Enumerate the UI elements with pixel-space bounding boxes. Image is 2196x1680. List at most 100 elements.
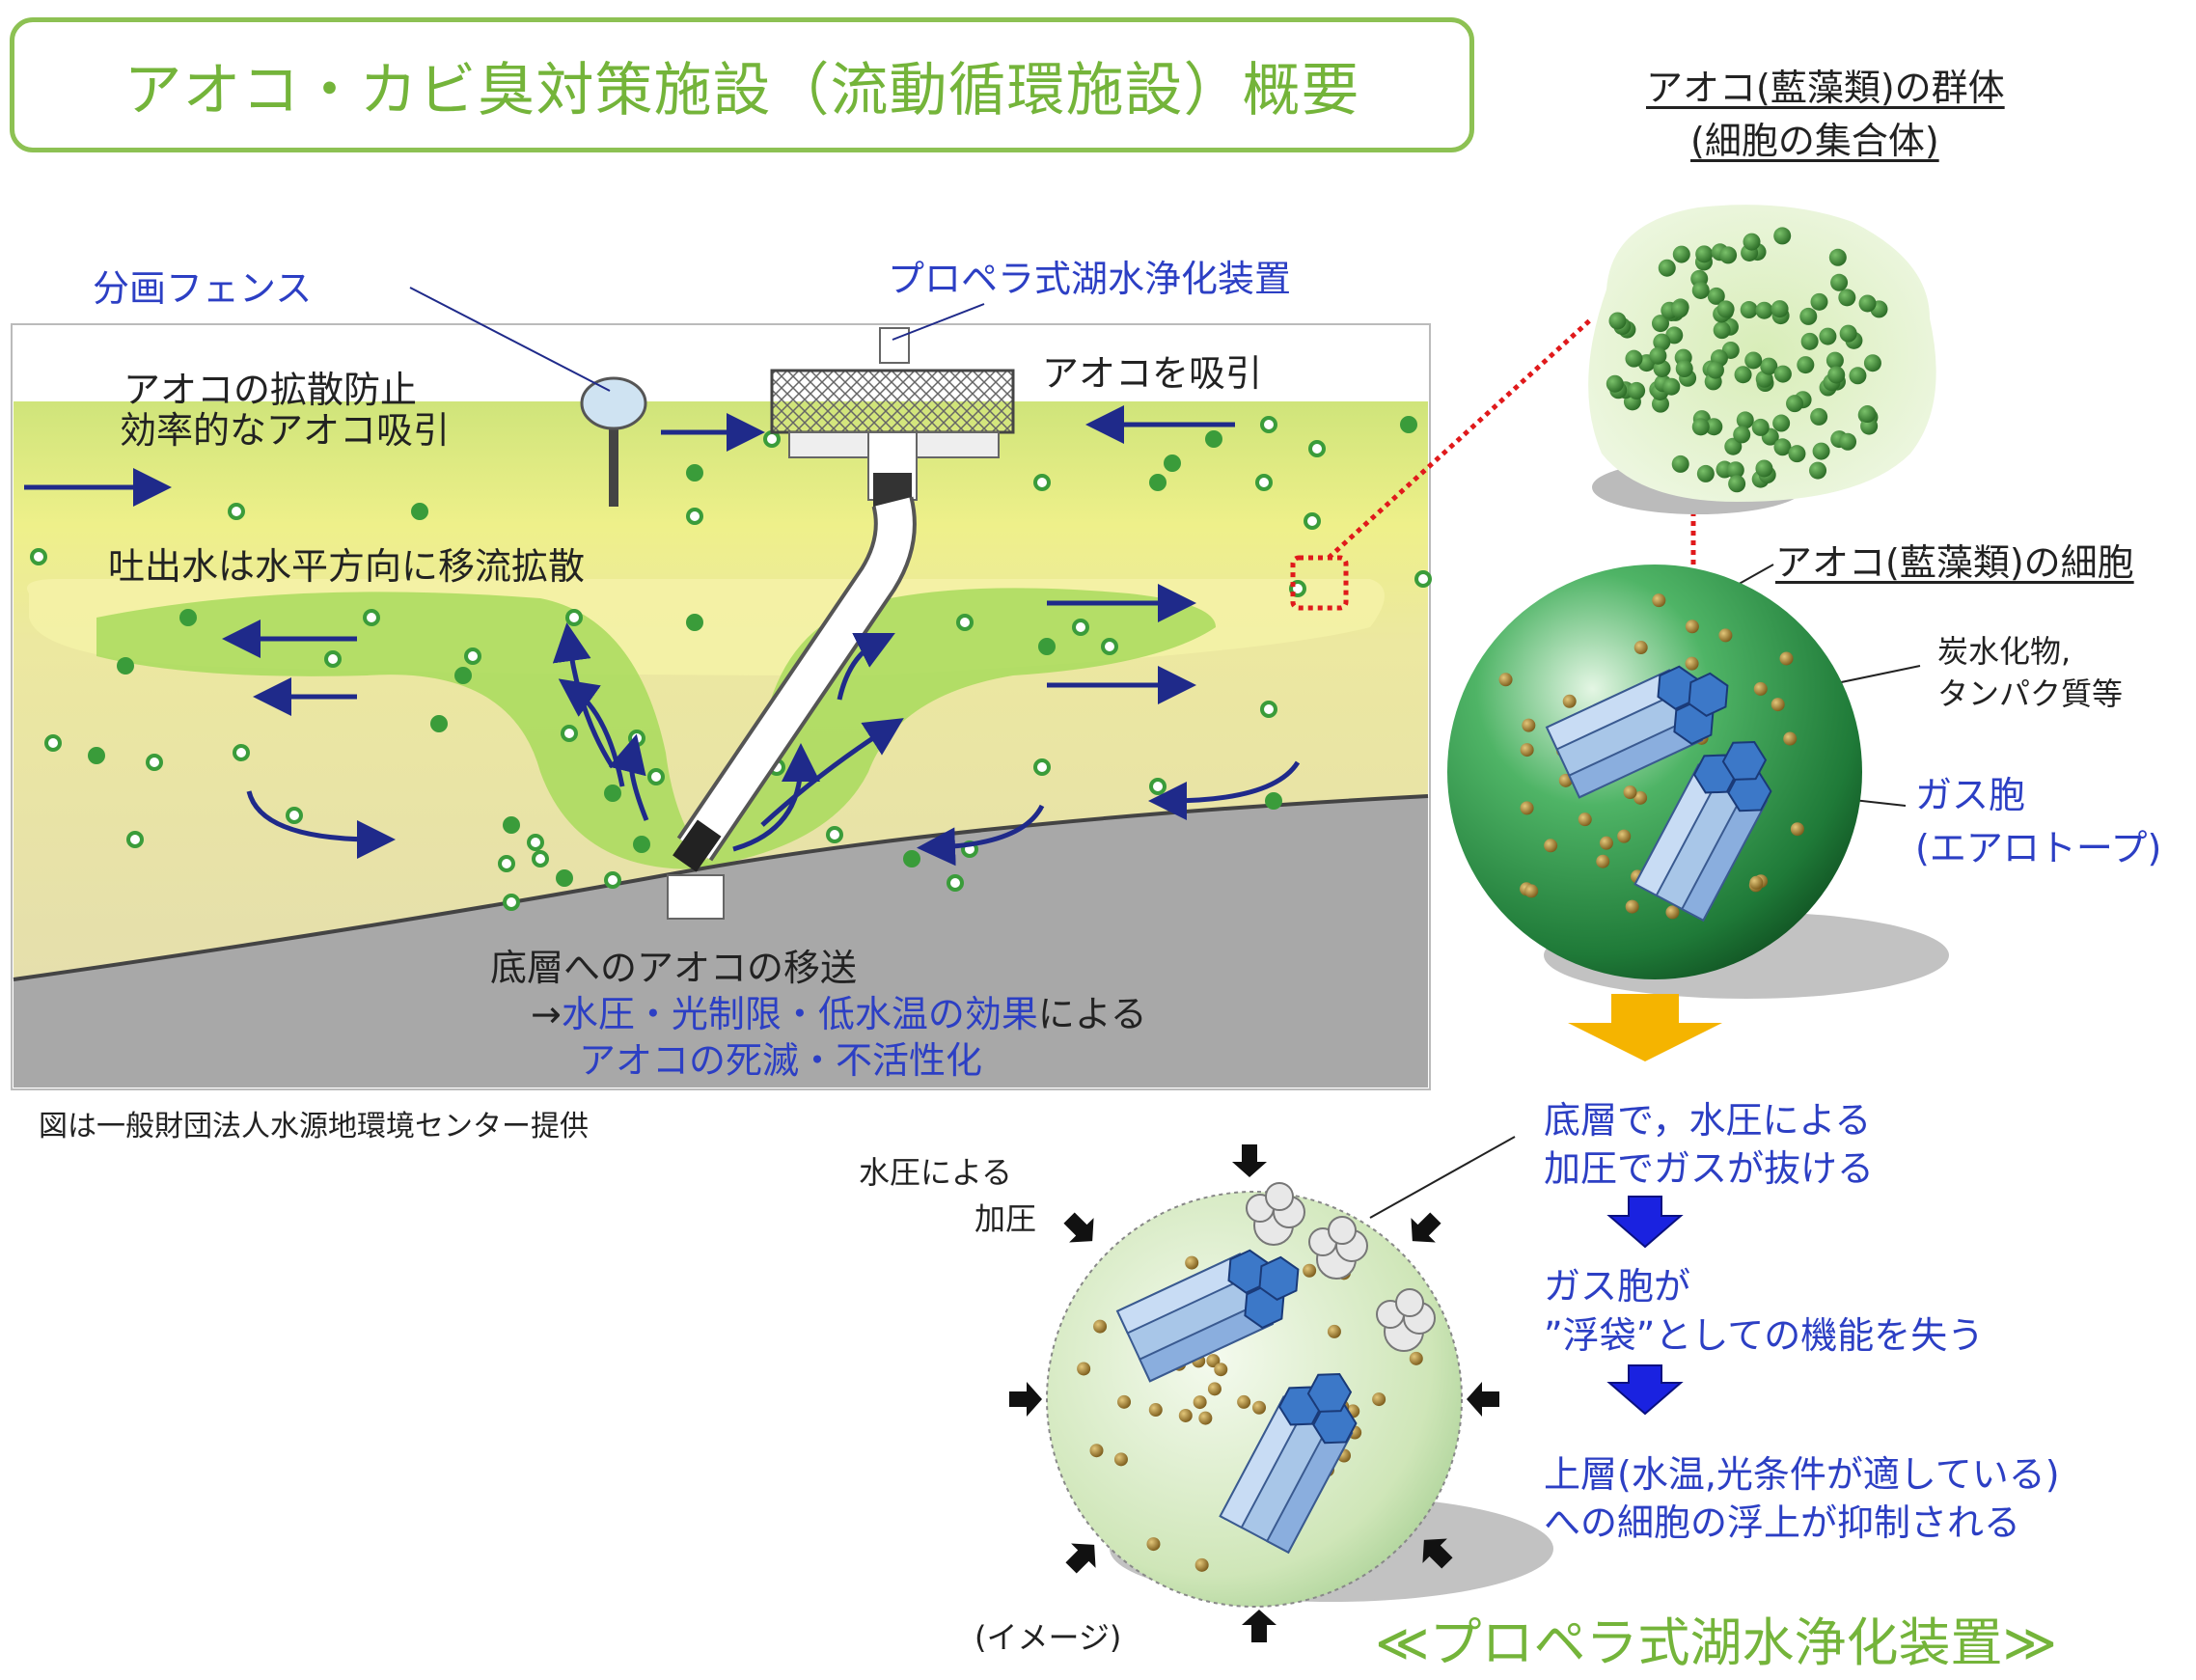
storage-granule xyxy=(1779,651,1794,666)
algae-particle xyxy=(1304,512,1321,530)
colony-cell-bead xyxy=(1740,301,1758,319)
storage-granule xyxy=(1077,1362,1091,1376)
colony-cell-bead xyxy=(1608,312,1627,330)
step3-line2: への細胞の浮上が抑制される xyxy=(1544,1501,2021,1544)
storage-granule xyxy=(1214,1363,1228,1377)
algae-particle xyxy=(903,850,920,868)
gas-vesicle-bundle xyxy=(1219,1372,1358,1555)
colony-cell-bead xyxy=(1716,300,1735,318)
pressure-arrow xyxy=(1242,1610,1276,1642)
image-note: (イメージ) xyxy=(974,1619,1122,1656)
pressure-arrow xyxy=(1422,1538,1453,1569)
algae-particle xyxy=(1033,758,1051,776)
storage-granule xyxy=(1771,698,1785,712)
colony-cell-bead xyxy=(1670,300,1688,318)
cell-graphic xyxy=(1447,565,1949,999)
storage-granule xyxy=(1617,829,1632,843)
colony-cell-bead xyxy=(1810,292,1828,311)
flow-arrows xyxy=(24,405,1301,867)
page-title: アオコ・カビ臭対策施設（流動循環施設）概要 xyxy=(124,56,1360,124)
algae-particle xyxy=(1308,440,1326,457)
storage-granule xyxy=(1148,1403,1163,1418)
pressure-arrow xyxy=(1065,1543,1096,1574)
algae-particle xyxy=(686,464,703,482)
algae-particle xyxy=(1033,474,1051,491)
storage-granule xyxy=(1303,1263,1317,1278)
colony-cell-bead xyxy=(1858,405,1877,424)
fence-float xyxy=(580,376,647,507)
algae-particle xyxy=(117,657,134,675)
storage-granule xyxy=(1520,743,1534,757)
colony-cell-bead xyxy=(1733,426,1751,444)
colony-cell-bead xyxy=(1651,395,1669,413)
colony-cell-bead xyxy=(1736,411,1754,429)
colony-cell-bead xyxy=(1691,418,1710,436)
colony-cell-bead xyxy=(1849,367,1867,385)
storage-granule xyxy=(1185,1255,1199,1270)
colony-cell-bead xyxy=(1751,418,1770,436)
step-arrows xyxy=(1606,1196,1684,1416)
storage-granule xyxy=(1522,718,1536,732)
algae-particle xyxy=(561,725,578,742)
algae-particle xyxy=(956,614,974,631)
algae-particle xyxy=(1205,430,1222,448)
step2-line1: ガス胞が xyxy=(1544,1265,1691,1308)
colony-cell-bead xyxy=(1773,365,1792,383)
footer-title: ≪プロペラ式湖水浄化装置≫ xyxy=(1375,1612,2058,1673)
algae-particle xyxy=(324,650,342,668)
storage-granule xyxy=(1685,656,1699,671)
storage-granule xyxy=(1113,1452,1128,1467)
colony-cell-bead xyxy=(1671,454,1689,473)
bottom-line3: アオコの死滅・不活性化 xyxy=(579,1039,983,1082)
storage-granule xyxy=(1625,899,1639,914)
storage-granule xyxy=(1498,673,1513,687)
gas-line2: (エアロトープ) xyxy=(1915,827,2162,869)
algae-particle xyxy=(44,734,62,752)
algae-particle xyxy=(527,834,544,851)
pressurized-cell-graphic xyxy=(1009,1144,1553,1642)
storage-granule xyxy=(1749,875,1764,890)
storage-granule xyxy=(1178,1408,1193,1422)
colony-cell-bead xyxy=(1755,301,1773,319)
colony-cell-bead xyxy=(1707,287,1725,305)
colony-cell-bead xyxy=(1691,281,1710,299)
colony-cell-bead xyxy=(1728,475,1746,493)
storage-granule xyxy=(1237,1394,1251,1409)
storage-granule xyxy=(1409,1351,1423,1365)
algae-particle xyxy=(363,609,380,626)
algae-particle xyxy=(1038,638,1056,655)
colony-cell-bead xyxy=(1675,360,1693,378)
algae-particle xyxy=(286,807,303,824)
algae-particle xyxy=(1072,619,1089,636)
step3-line1: 上層(水温,光条件が適している) xyxy=(1544,1453,2060,1496)
step1-line2: 加圧でガスが抜ける xyxy=(1544,1147,1875,1190)
algae-particle xyxy=(126,831,144,848)
algae-particle xyxy=(565,609,583,626)
storage-granule xyxy=(1596,854,1610,868)
title-frame: アオコ・カビ臭対策施設（流動循環施設）概要 xyxy=(10,17,1474,152)
colony-cell-bead xyxy=(1672,245,1690,263)
storage-granule xyxy=(1753,681,1768,696)
algae-particle xyxy=(503,894,520,911)
algae-particle xyxy=(228,503,245,520)
algae-particle xyxy=(763,430,781,448)
colony-cell-bead xyxy=(1863,354,1881,372)
diffusion-line2: 効率的なアオコ吸引 xyxy=(120,409,451,452)
gas-vesicle-bundle xyxy=(1633,740,1772,923)
algae-particle xyxy=(88,747,105,764)
algae-particle xyxy=(947,874,964,892)
orange-down-arrow xyxy=(1568,994,1722,1061)
leader-lines xyxy=(409,287,985,392)
algae-particle xyxy=(179,609,197,626)
algae-particle xyxy=(464,647,481,665)
suction-label: アオコを吸引 xyxy=(1042,352,1263,395)
colony-cell-bead xyxy=(1658,259,1676,277)
carb-line2: タンパク質等 xyxy=(1937,675,2124,712)
colony-cell-bead xyxy=(1830,273,1849,291)
storage-granule xyxy=(1665,905,1680,920)
colony-cell-bead xyxy=(1705,418,1723,436)
algae-particle xyxy=(1414,570,1432,588)
storage-granule xyxy=(1093,1319,1108,1334)
gas-vesicle-bundle xyxy=(1115,1249,1300,1383)
